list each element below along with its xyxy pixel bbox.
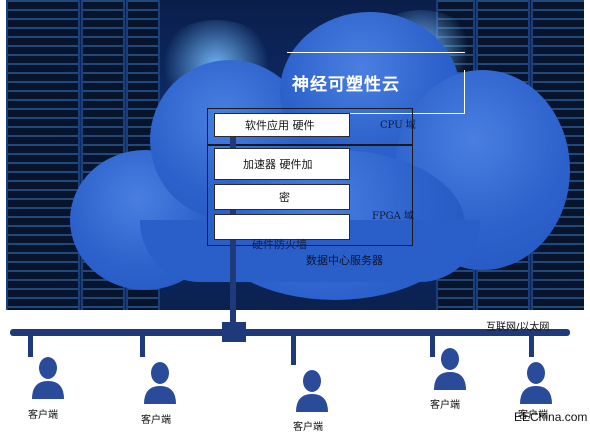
client-label: 客户端 <box>518 410 548 421</box>
firewall-box-top <box>214 214 350 240</box>
client-drop <box>529 335 534 357</box>
firewall-label: 硬件防火墙 <box>252 238 307 251</box>
client-user-icon <box>32 357 64 399</box>
client-user-icon <box>520 362 552 404</box>
client-user-icon <box>296 370 328 412</box>
fpga-domain-frame <box>207 144 413 246</box>
client-drop <box>28 335 33 357</box>
client-drop <box>430 335 435 357</box>
server-uplink <box>230 240 236 328</box>
cpu-domain-frame <box>207 108 413 146</box>
network-bus <box>10 329 570 336</box>
client-label: 客户端 <box>430 400 460 411</box>
software-app-box: 软件应用 硬件 <box>214 113 350 137</box>
client-drop <box>291 335 296 365</box>
connector <box>230 210 236 214</box>
datacenter-label: 数据中心服务器 <box>306 254 383 267</box>
client-label: 客户端 <box>141 415 171 426</box>
server-rack <box>6 0 80 310</box>
accelerator-box: 加速器 硬件加 <box>214 148 350 180</box>
network-label: 互联网/以太网 <box>486 322 550 333</box>
cpu-domain-label: CPU 域 <box>380 120 416 131</box>
title-frame <box>287 52 465 114</box>
client-user-icon <box>434 348 466 390</box>
diagram-title: 神经可塑性云 <box>292 75 400 95</box>
connector <box>230 137 236 148</box>
client-label: 客户端 <box>293 422 323 433</box>
client-user-icon <box>144 362 176 404</box>
encryption-box: 密 <box>214 184 350 210</box>
brand-watermark: EEChina.com <box>514 410 588 424</box>
client-drop <box>140 335 145 357</box>
fpga-domain-label: FPGA 域 <box>372 211 415 222</box>
client-label: 客户端 <box>28 410 58 421</box>
